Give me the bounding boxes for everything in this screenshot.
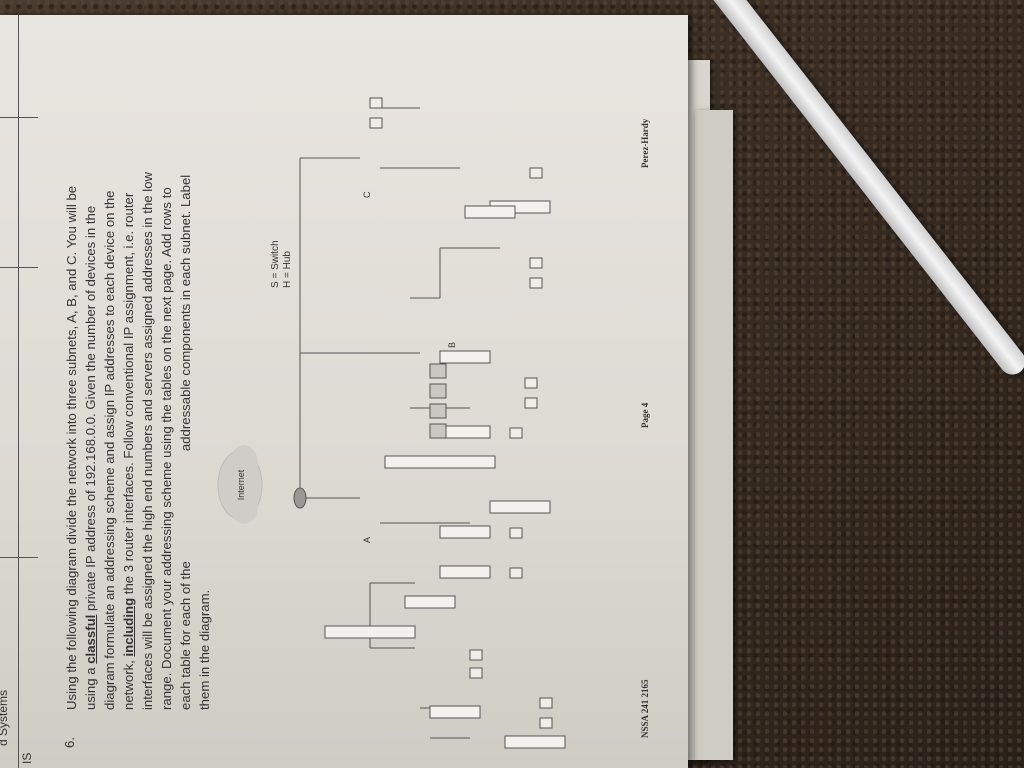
server-icon — [429, 403, 447, 419]
hub-icon — [429, 705, 481, 719]
workstation-icon — [524, 397, 538, 409]
workstation-icon — [524, 377, 538, 389]
subnet-c-label: C — [362, 191, 372, 198]
switch-icon — [504, 735, 566, 749]
hub-icon — [404, 595, 456, 609]
workstation-icon — [469, 649, 483, 661]
legend-hub: H = Hub — [282, 251, 293, 288]
network-diagram: Internet S = Switch H = Hub A B C — [217, 97, 566, 749]
router-icon — [293, 487, 307, 509]
hub-icon — [439, 525, 491, 539]
hub-icon — [439, 565, 491, 579]
workstation-icon — [369, 117, 383, 129]
workstation-icon — [539, 717, 553, 729]
workstation-icon — [509, 567, 523, 579]
workstation-icon — [369, 97, 383, 109]
workstation-icon — [529, 257, 543, 269]
workstation-icon — [509, 527, 523, 539]
hub-icon — [439, 350, 491, 364]
subnet-a-label: A — [362, 537, 372, 543]
footer-page-number: Page 4 — [640, 402, 650, 428]
hub-icon — [464, 205, 516, 219]
paper-stack-edge-2 — [695, 110, 733, 760]
switch-icon — [489, 500, 551, 514]
server-icon — [429, 363, 447, 379]
workstation-icon — [529, 277, 543, 289]
internet-cloud: Internet — [217, 445, 263, 524]
footer-course: NSSA 241 2165 — [640, 679, 650, 738]
hub-icon — [439, 425, 491, 439]
workstation-icon — [539, 697, 553, 709]
internet-label: Internet — [236, 469, 246, 500]
legend-switch: S = Switch — [270, 240, 281, 288]
footer-author: Perez-Hardy — [640, 118, 650, 168]
page-content: IS d Systems 6. Using the following diag… — [0, 15, 688, 768]
switch-icon — [384, 455, 496, 469]
switch-icon — [324, 625, 416, 639]
workstation-icon — [529, 167, 543, 179]
workstation-icon — [469, 667, 483, 679]
subnet-b-label: B — [447, 342, 457, 348]
workstation-icon — [509, 427, 523, 439]
server-icon — [429, 383, 447, 399]
server-icon — [429, 423, 447, 439]
worksheet-page: IS d Systems 6. Using the following diag… — [0, 15, 688, 768]
